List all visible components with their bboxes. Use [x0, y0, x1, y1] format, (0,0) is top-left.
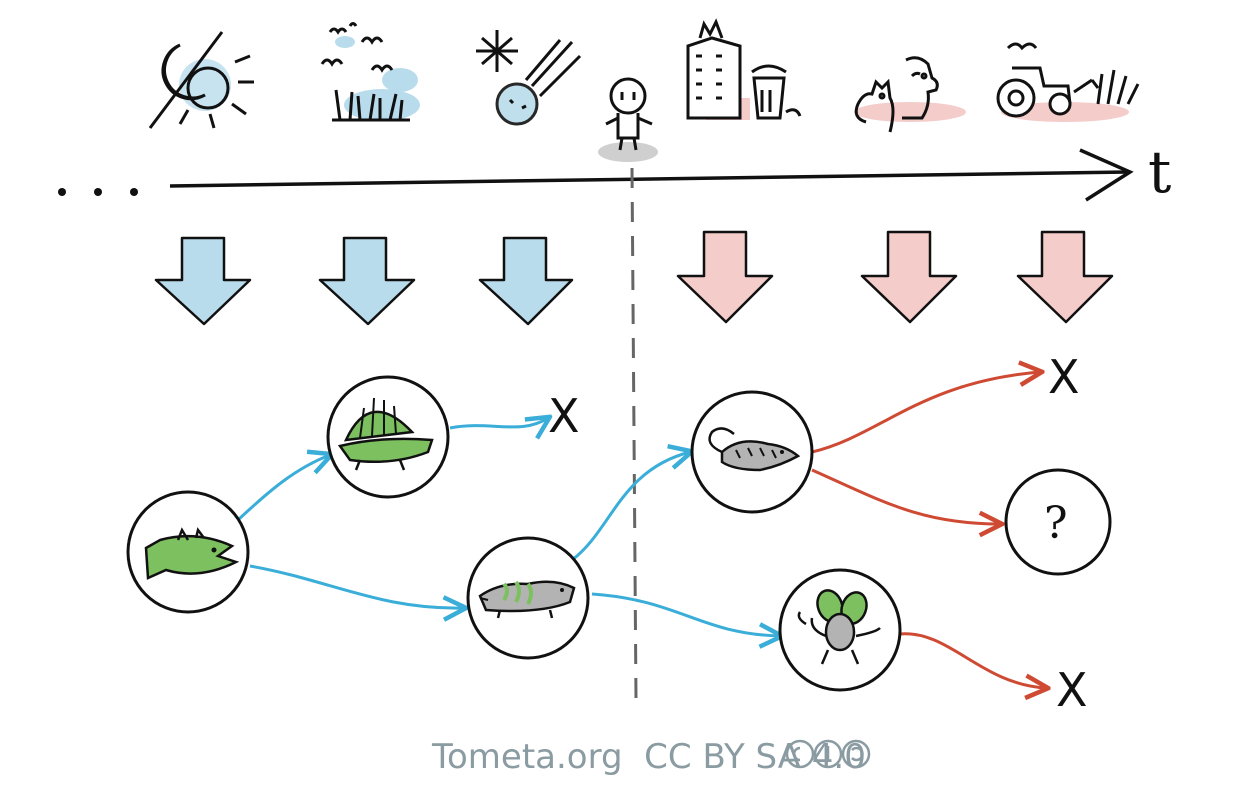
- cc-license-icons: [785, 739, 871, 769]
- influence-arrow-future-1: [676, 230, 774, 324]
- influence-arrow-future-3: [1016, 230, 1114, 324]
- unknown-organism: ?: [1004, 468, 1112, 576]
- influence-arrow-past-2: [318, 236, 416, 326]
- time-axis-line: [169, 170, 1129, 188]
- ellipsis: [58, 188, 138, 196]
- unknown-question-mark: ?: [1044, 498, 1068, 549]
- link-mammal-to-rat: [571, 452, 690, 562]
- influence-arrow-future-2: [860, 230, 958, 324]
- weather-sun-moon-icon: [148, 31, 254, 129]
- fish-organism: [126, 490, 250, 614]
- farming-tractor-icon: [996, 42, 1140, 122]
- link-fly-to-extinct: [899, 632, 1046, 688]
- past-lineage-links: [236, 418, 780, 636]
- extinction-mark-rat: X: [1048, 350, 1080, 404]
- extinction-mark-fly: X: [1056, 663, 1088, 717]
- future-lineage-links: [811, 372, 1046, 688]
- city-trash-icon: [686, 18, 802, 120]
- link-rat-to-extinct: [811, 372, 1040, 454]
- human-figure-icon: [598, 77, 658, 162]
- extinction-mark-dimetrodon: X: [548, 389, 580, 443]
- ice-age-meteor-icon: [476, 30, 582, 126]
- early-mammal-organism: [466, 536, 590, 660]
- fly-organism: [778, 568, 902, 692]
- pets-icon: [854, 56, 966, 133]
- link-fish-to-mammal: [249, 564, 464, 608]
- time-axis-arrowhead: [1079, 148, 1134, 202]
- past-influence-arrows: [154, 236, 574, 326]
- link-rat-to-unknown: [811, 468, 1000, 524]
- time-axis-label: t: [1148, 138, 1171, 206]
- link-fish-to-dimetrodon: [236, 455, 330, 522]
- link-mammal-to-fly: [591, 592, 780, 636]
- influence-arrow-past-3: [478, 236, 574, 326]
- future-influence-arrows: [676, 230, 1114, 324]
- present-divider-line: [630, 167, 638, 701]
- insects-grass-icon: [320, 22, 420, 122]
- credit-text: Tometa.org CC BY SA 4.0: [431, 737, 866, 777]
- influence-arrow-past-1: [154, 236, 252, 326]
- rat-organism: [690, 390, 814, 514]
- dimetrodon-organism: [326, 375, 450, 499]
- link-dimetrodon-to-extinct: [449, 418, 548, 428]
